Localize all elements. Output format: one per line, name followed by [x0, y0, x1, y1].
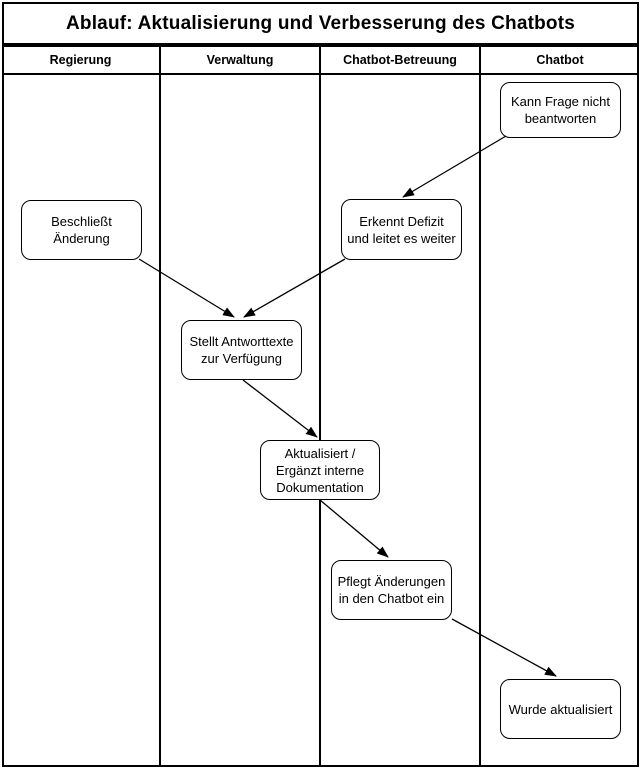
lane-header-chatbot: Chatbot [536, 53, 584, 67]
node-pflegt-aenderungen: Pflegt Änderungen in den Chatbot ein [331, 560, 452, 620]
lane-divider-1 [159, 47, 161, 765]
diagram-title: Ablauf: Aktualisierung und Verbesserung … [65, 12, 576, 34]
node-beschliesst-aenderung: Beschließt Änderung [21, 200, 142, 260]
node-aktualisiert-dokumentation: Aktualisiert / Ergänzt interne Dokumenta… [260, 440, 380, 500]
diagram-title-box: Ablauf: Aktualisierung und Verbesserung … [2, 2, 639, 45]
node-erkennt-defizit: Erkennt Defizit und leitet es weiter [341, 199, 462, 260]
lane-header-verwaltung: Verwaltung [206, 53, 274, 67]
node-kann-frage-nicht-beantworten: Kann Frage nicht beantworten [500, 82, 621, 138]
lane-header-chatbot-betreuung: Chatbot-Betreuung [343, 53, 457, 67]
lane-header-divider [4, 73, 637, 75]
lane-divider-3 [479, 47, 481, 765]
lane-divider-2 [319, 47, 321, 765]
node-wurde-aktualisiert: Wurde aktualisiert [500, 679, 621, 739]
node-stellt-antworttexte: Stellt Antworttexte zur Verfügung [181, 320, 302, 380]
swimlane-pool [2, 45, 639, 767]
lane-header-regierung: Regierung [49, 53, 112, 67]
